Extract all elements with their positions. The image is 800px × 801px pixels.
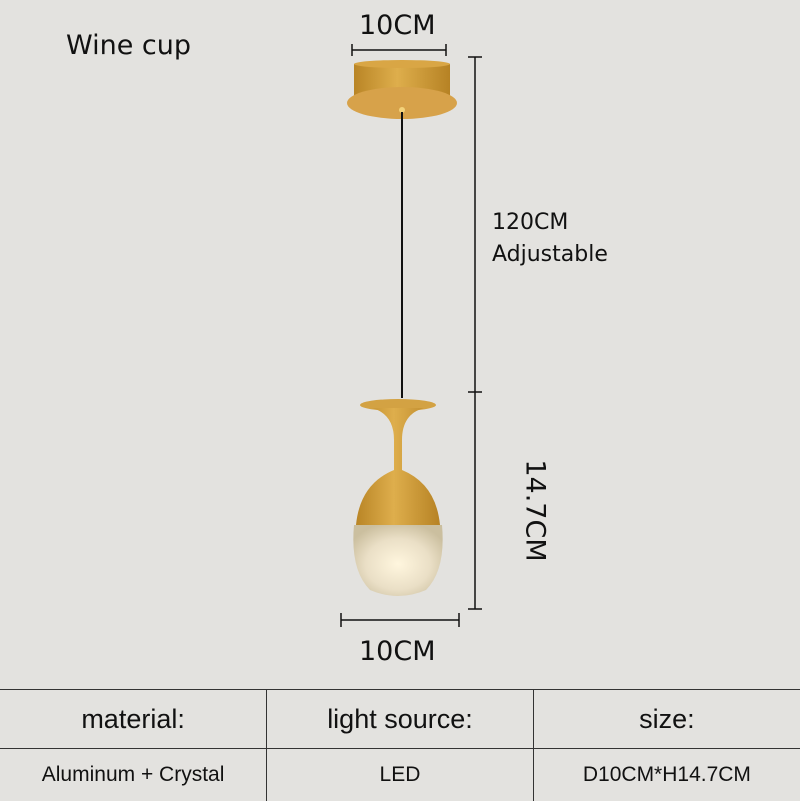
- spec-value-row: Aluminum + Crystal LED D10CM*H14.7CM: [0, 749, 800, 801]
- canopy-width-dimension-line: [352, 44, 446, 56]
- canopy-width-label: 10CM: [359, 10, 436, 41]
- spec-header-size: size:: [533, 690, 800, 749]
- cord-length-dimension-line: [468, 57, 482, 392]
- spec-table: material: light source: size: Aluminum +…: [0, 689, 800, 801]
- shade-height-dimension-line: [468, 392, 482, 609]
- spec-value-light-source: LED: [267, 749, 534, 801]
- cord-length-note: Adjustable: [492, 239, 608, 271]
- wine-cup-shade: [353, 399, 442, 596]
- spec-header-light-source: light source:: [267, 690, 534, 749]
- cord-length-value: 120CM: [492, 207, 608, 239]
- shade-width-dimension-line: [341, 613, 459, 627]
- shade-width-label: 10CM: [359, 636, 436, 667]
- spec-value-size: D10CM*H14.7CM: [533, 749, 800, 801]
- spec-value-material: Aluminum + Crystal: [0, 749, 267, 801]
- pendant-lamp-drawing: [0, 0, 800, 690]
- shade-height-label: 14.7CM: [520, 459, 551, 561]
- ceiling-canopy: [347, 60, 457, 119]
- cord-length-label: 120CM Adjustable: [492, 207, 608, 271]
- spec-header-row: material: light source: size:: [0, 690, 800, 749]
- spec-header-material: material:: [0, 690, 267, 749]
